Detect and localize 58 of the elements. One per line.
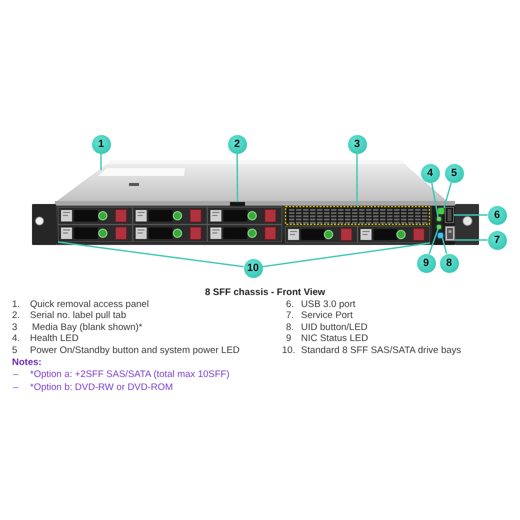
leader-line — [236, 154, 238, 202]
list-number: 4. — [12, 332, 20, 344]
list-number: 1. — [12, 298, 20, 310]
media-bay — [285, 206, 430, 225]
callout-number: 10 — [244, 258, 262, 278]
leader-line — [454, 214, 488, 216]
leader-line — [455, 239, 488, 241]
list-item: NIC Status LED — [301, 332, 368, 344]
health-led — [437, 217, 441, 221]
drive-bays — [58, 207, 282, 242]
list-number: 7. — [286, 310, 294, 320]
list-item: Service Port — [301, 310, 353, 320]
note-text: *Option a: +2SFF SAS/SATA (total max 10SFF) — [30, 368, 230, 380]
list-number: 8. — [286, 322, 294, 332]
access-panel — [57, 160, 447, 201]
uid-led — [438, 233, 442, 238]
leader-line — [100, 154, 102, 170]
list-number: 9 — [286, 332, 292, 344]
callout-number: 2 — [228, 134, 246, 154]
usb-port — [445, 207, 454, 223]
callout-number: 1 — [92, 134, 110, 154]
callout-number: 7 — [488, 230, 506, 250]
pull-tab — [230, 202, 245, 206]
callout-number: 8 — [440, 254, 458, 272]
list-number: 5 — [12, 344, 18, 356]
power-button — [438, 208, 444, 214]
callout-number: 4 — [420, 164, 440, 182]
leader-line — [356, 154, 358, 206]
list-item: Power On/Standby button and system power LED — [30, 344, 240, 356]
note-text: *Option b: DVD-RW or DVD-ROM — [30, 382, 173, 392]
list-item: Serial no. label pull tab — [30, 310, 126, 320]
drive-bays — [285, 226, 430, 243]
leader-line — [442, 238, 448, 254]
leader-line — [431, 182, 439, 218]
diagram-title: 8 SFF chassis - Front View — [205, 286, 326, 298]
list-number: 3 — [12, 322, 18, 332]
leader-line — [262, 242, 430, 268]
list-number: 10. — [282, 344, 296, 356]
callout-number: 3 — [348, 134, 366, 154]
leader-line — [58, 241, 244, 268]
nic-led — [437, 225, 441, 229]
callout-number: 9 — [416, 254, 436, 272]
list-item: Standard 8 SFF SAS/SATA drive bays — [301, 344, 462, 356]
list-item: Health LED — [30, 332, 79, 344]
list-item: Media Bay (blank shown)* — [32, 322, 142, 332]
list-item: Quick removal access panel — [30, 298, 149, 310]
list-item: UID button/LED — [301, 322, 368, 332]
callout-number: 5 — [444, 164, 464, 182]
bullet-dash: – — [13, 368, 18, 380]
bullet-dash: – — [13, 382, 18, 392]
list-item: USB 3.0 port — [301, 298, 356, 310]
notes-heading: Notes: — [12, 356, 42, 368]
list-number: 6. — [286, 298, 294, 310]
leader-line — [443, 182, 452, 208]
callout-number: 6 — [488, 206, 506, 224]
service-port — [445, 226, 455, 241]
list-number: 2. — [12, 310, 20, 320]
leader-line — [428, 228, 439, 254]
